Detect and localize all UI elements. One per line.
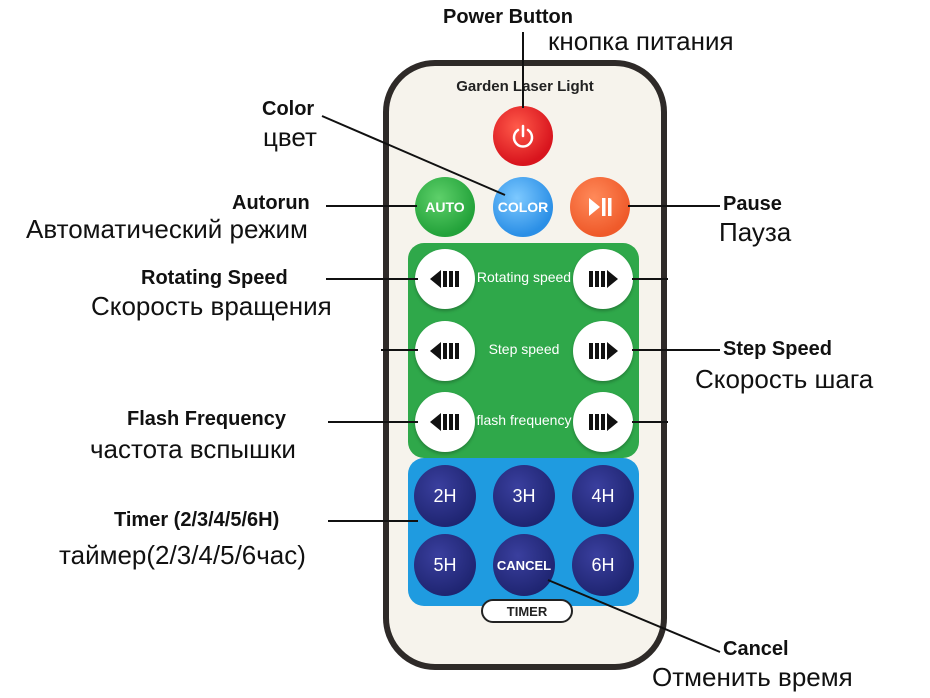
power-button[interactable] bbox=[493, 106, 553, 166]
power-callout-en: Power Button bbox=[443, 6, 573, 28]
cancel-callout-en: Cancel bbox=[723, 638, 789, 660]
power-icon bbox=[512, 124, 534, 148]
pause-button[interactable] bbox=[570, 177, 630, 237]
pause-callout-en: Pause bbox=[723, 193, 782, 215]
cancel-callout-ru: Отменить время bbox=[652, 662, 853, 692]
step-speed-decrease-button[interactable] bbox=[415, 321, 475, 381]
flash-frequency-callout-ru: частота вспышки bbox=[90, 434, 296, 464]
step-speed-callout-en: Step Speed bbox=[723, 338, 832, 360]
flash-frequency-increase-button[interactable] bbox=[573, 392, 633, 452]
color-button[interactable]: COLOR bbox=[493, 177, 553, 237]
color-button-label: COLOR bbox=[497, 199, 549, 215]
step-speed-label: Step speed bbox=[488, 341, 560, 357]
timer-3h-button[interactable]: 3H bbox=[493, 465, 555, 527]
cancel-leader-line bbox=[547, 579, 721, 653]
rotating-speed-increase-button[interactable] bbox=[573, 249, 633, 309]
arrow-left-icon bbox=[430, 342, 459, 360]
timer-5h-button[interactable]: 5H bbox=[414, 534, 476, 596]
timer-6h-label: 6H bbox=[591, 554, 615, 575]
timer-tag: TIMER bbox=[481, 599, 573, 623]
rotating-speed-callout-en: Rotating Speed bbox=[141, 267, 288, 289]
flash-frequency-label: flash frequency bbox=[476, 412, 572, 428]
play-pause-icon bbox=[589, 198, 612, 216]
auto-button[interactable]: AUTO bbox=[415, 177, 475, 237]
timer-2h-label: 2H bbox=[433, 485, 457, 506]
step-speed-callout-ru: Скорость шага bbox=[695, 364, 874, 394]
timer-4h-label: 4H bbox=[591, 485, 615, 506]
flash-frequency-decrease-button[interactable] bbox=[415, 392, 475, 452]
arrow-right-icon bbox=[589, 413, 618, 431]
arrow-right-icon bbox=[589, 342, 618, 360]
power-callout-ru: кнопка питания bbox=[548, 26, 734, 56]
color-callout-en: Color bbox=[262, 98, 315, 120]
cancel-button[interactable]: CANCEL bbox=[493, 534, 555, 596]
step-speed-increase-button[interactable] bbox=[573, 321, 633, 381]
rotating-speed-callout-ru: Скорость вращения bbox=[91, 291, 332, 321]
timer-callout-en: Timer (2/3/4/5/6H) bbox=[114, 509, 280, 531]
auto-button-label: AUTO bbox=[425, 199, 465, 215]
arrow-left-icon bbox=[430, 413, 459, 431]
autorun-callout-ru: Автоматический режим bbox=[26, 214, 308, 244]
color-leader-line bbox=[321, 115, 506, 196]
timer-3h-label: 3H bbox=[512, 485, 536, 506]
rotating-speed-decrease-button[interactable] bbox=[415, 249, 475, 309]
timer-6h-button[interactable]: 6H bbox=[572, 534, 634, 596]
cancel-button-label: CANCEL bbox=[496, 557, 552, 573]
timer-5h-label: 5H bbox=[433, 554, 457, 575]
color-callout-ru: цвет bbox=[263, 122, 317, 152]
pause-callout-ru: Пауза bbox=[719, 217, 792, 247]
rotating-speed-label: Rotating speed bbox=[476, 269, 572, 285]
timer-2h-button[interactable]: 2H bbox=[414, 465, 476, 527]
arrow-right-icon bbox=[589, 270, 618, 288]
timer-callout-ru: таймер(2/3/4/5/6час) bbox=[59, 540, 306, 570]
remote-title: Garden Laser Light bbox=[456, 78, 594, 95]
arrow-left-icon bbox=[430, 270, 459, 288]
autorun-callout-en: Autorun bbox=[232, 192, 310, 214]
flash-frequency-callout-en: Flash Frequency bbox=[127, 408, 286, 430]
timer-4h-button[interactable]: 4H bbox=[572, 465, 634, 527]
